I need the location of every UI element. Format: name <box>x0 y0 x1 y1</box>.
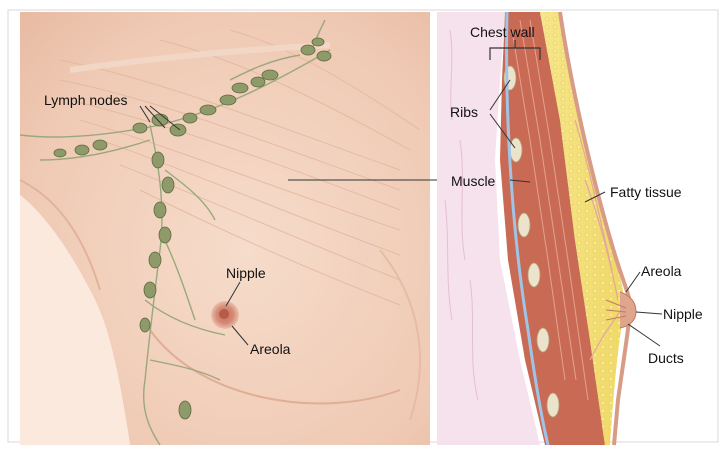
label-areola-front: Areola <box>250 341 290 357</box>
torso-front-view <box>20 12 448 445</box>
label-nipple-section: Nipple <box>663 306 703 322</box>
label-ribs: Ribs <box>450 104 478 120</box>
label-areola-section: Areola <box>641 263 681 279</box>
nipple-front <box>219 309 229 319</box>
label-ducts: Ducts <box>648 350 684 366</box>
label-fatty-tissue: Fatty tissue <box>610 184 682 200</box>
label-muscle: Muscle <box>451 173 495 189</box>
label-nipple-front: Nipple <box>226 265 266 281</box>
label-lymph-nodes: Lymph nodes <box>44 92 128 108</box>
label-chest-wall: Chest wall <box>470 24 535 40</box>
